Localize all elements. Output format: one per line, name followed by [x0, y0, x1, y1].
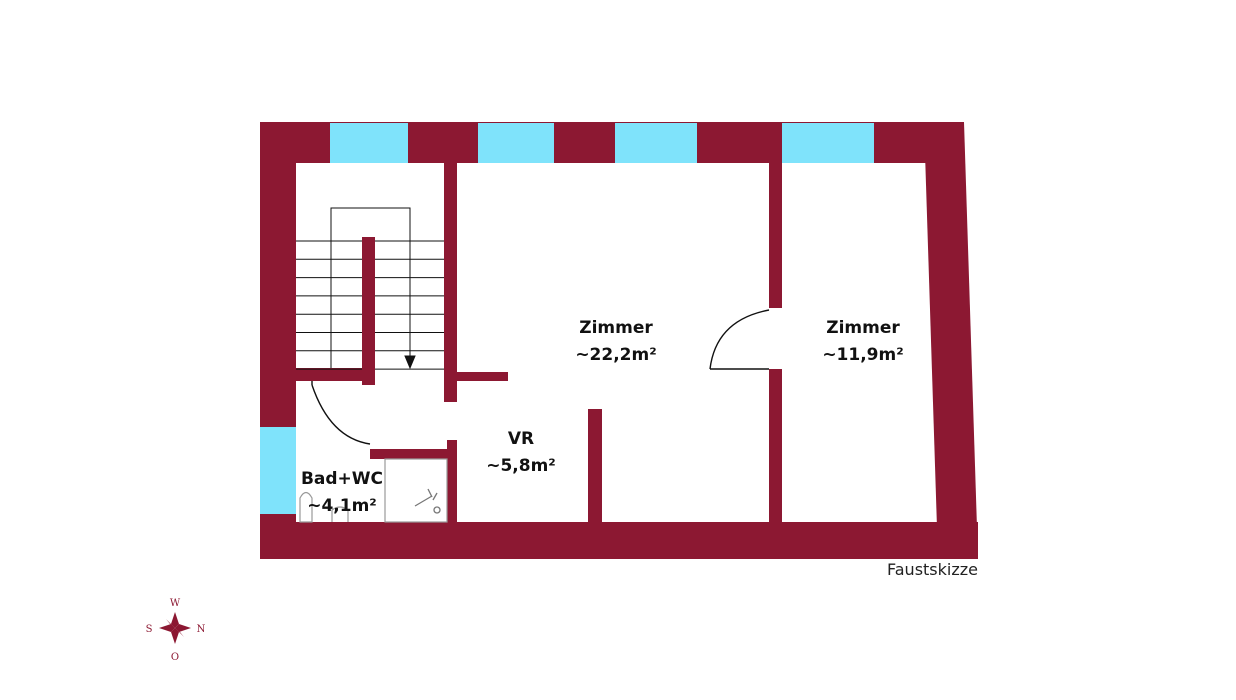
- room-name-zimmer-large: Zimmer: [579, 318, 653, 338]
- stair-bottom-wall: [296, 368, 375, 381]
- room-area-bad-wc: ~4,1m²: [307, 496, 377, 516]
- room-area-zimmer-large: ~22,2m²: [575, 345, 656, 365]
- window-3: [615, 123, 697, 163]
- door-small-room: [709, 309, 770, 370]
- washbasin-icon: [331, 506, 349, 522]
- compass-top-label: W: [170, 598, 181, 609]
- shower-head-icon: [414, 488, 441, 514]
- compass-rose: W S N O: [146, 598, 206, 663]
- room-name-vr: VR: [508, 429, 534, 449]
- bath-fixtures: [299, 458, 448, 523]
- rooms-divider-upper: [769, 162, 782, 308]
- doors: [311, 309, 770, 445]
- right-wall: [924, 122, 978, 559]
- windows: [260, 123, 874, 514]
- toilet-icon: [299, 491, 313, 523]
- staircase: [296, 207, 444, 370]
- window-2: [478, 123, 554, 163]
- bottom-wall: [260, 522, 978, 559]
- stair-arrow-icon: [404, 355, 416, 370]
- hall-wall-stub: [444, 372, 508, 381]
- window-5: [260, 427, 296, 514]
- zimmer-divider-wall: [588, 409, 602, 524]
- room-area-vr: ~5,8m²: [486, 456, 556, 476]
- shower-tray: [384, 458, 448, 523]
- room-name-zimmer-small: Zimmer: [826, 318, 900, 338]
- left-wall-upper: [260, 122, 296, 427]
- hall-wall-vertical-upper: [444, 162, 457, 402]
- stair-core-wall: [362, 237, 375, 385]
- bath-wall-top: [370, 449, 457, 459]
- room-area-zimmer-small: ~11,9m²: [822, 345, 903, 365]
- room-labels: Zimmer ~22,2m² Zimmer ~11,9m² VR ~5,8m² …: [301, 318, 904, 516]
- room-name-bad-wc: Bad+WC: [301, 469, 383, 489]
- window-1: [330, 123, 408, 163]
- stair-run-line: [330, 207, 411, 368]
- compass-left-label: S: [146, 624, 153, 635]
- sketch-note: Faustskizze: [887, 560, 978, 579]
- bath-wall-right: [447, 440, 457, 524]
- compass-bottom-label: O: [171, 652, 179, 663]
- window-4: [782, 123, 874, 163]
- door-bath: [311, 381, 371, 445]
- compass-icon: [159, 612, 191, 644]
- rooms-divider-lower: [769, 369, 782, 524]
- inner-walls: [296, 162, 782, 524]
- compass-right-label: N: [197, 624, 206, 635]
